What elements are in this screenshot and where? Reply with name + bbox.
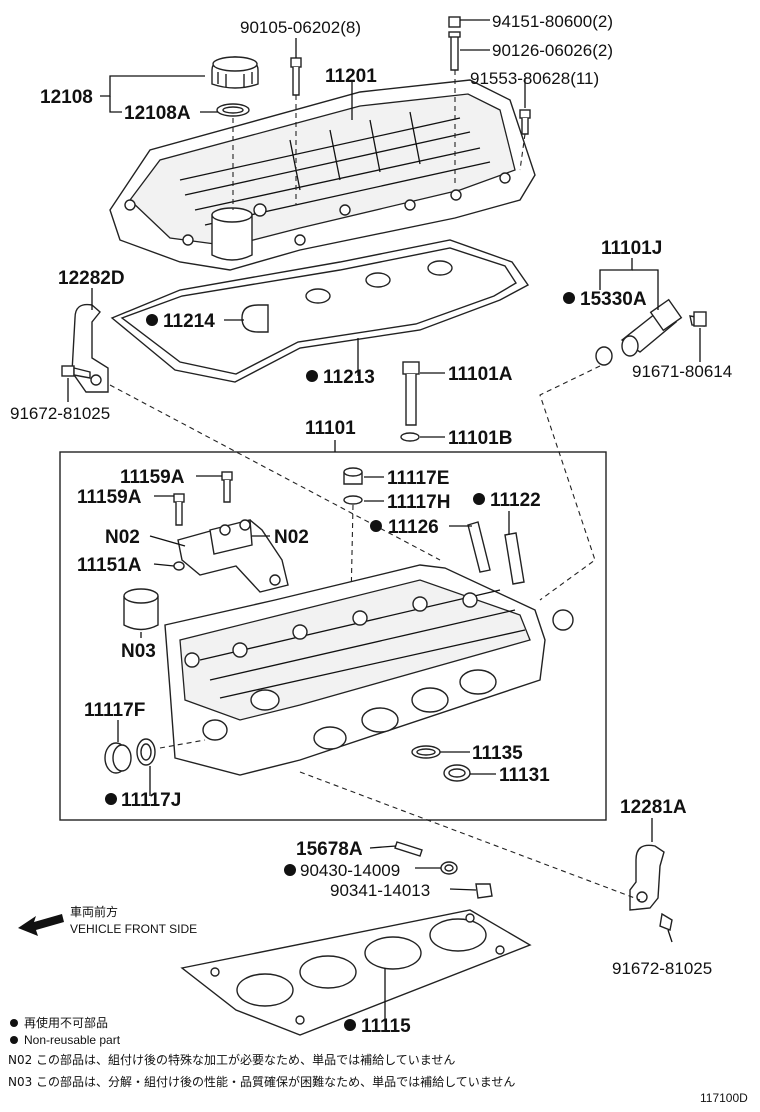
label-91553: 91553-80628(11) [470,69,599,88]
label-90430: 90430-14009 [300,861,400,880]
label-11117f: 11117F [84,700,145,721]
label-11214: 11214 [163,311,215,332]
label-91672-left: 91672-81025 [10,404,110,423]
legend-jp: 再使用不可部品 [24,1015,108,1030]
screw-plug-drawing [343,467,363,505]
label-12108: 12108 [40,87,93,108]
label-11131: 11131 [499,765,550,786]
filler-gasket-drawing [216,103,250,117]
label-12282d: 12282D [58,268,125,289]
ring-gasket-drawing [411,745,471,782]
front-label-en: VEHICLE FRONT SIDE [70,922,197,936]
oil-control-valve-drawing [595,298,707,366]
label-12108a: 12108A [124,103,191,124]
label-11117j: 11117J [121,790,181,811]
legend-en: Non-reusable part [24,1033,121,1047]
cylinder-head-gasket-drawing [180,909,532,1036]
valve-guide-drawing [467,521,525,585]
engine-hanger-12282d-drawing [71,303,109,393]
expansion-plug-drawing [104,738,156,774]
label-11159a-upper: 11159A [120,467,185,488]
label-11151a: 11151A [77,555,142,576]
label-11201: 11201 [325,66,377,87]
cylinder-head-drawing [164,564,574,776]
label-11115: 11115 [361,1016,411,1037]
figure-id: 117100D [700,1091,748,1105]
label-90341: 90341-14013 [330,881,430,900]
stud-and-plugs-drawing [394,841,493,899]
label-11213: 11213 [323,367,375,388]
non-reusable-markers [10,292,575,1044]
label-12281a: 12281A [620,797,687,818]
label-15678a: 15678A [296,839,363,860]
note-n03: N03 この部品は、分解・組付け後の性能・品質確保が困難なため、単品では補給して… [8,1074,515,1089]
label-11117e: 11117E [387,468,449,489]
label-11122: 11122 [490,490,541,511]
label-n03: N03 [121,641,156,662]
label-90126: 90126-06026(2) [492,41,613,60]
label-11126: 11126 [388,517,439,538]
plug-tube-gasket-drawing [241,260,453,333]
label-11101a: 11101A [448,364,513,385]
head-cover-gasket-drawing [110,239,530,383]
camshaft-bearing-cap-drawing [173,471,289,593]
label-94151: 94151-80600(2) [492,12,613,31]
engine-hanger-12281a-drawing [629,844,673,931]
label-11101: 11101 [305,418,356,439]
leader-lines [67,19,701,1022]
bolt-91672-left-drawing [61,365,91,379]
label-15330a: 15330A [580,289,647,310]
front-arrow-icon [18,914,64,936]
label-90105: 90105-06202(8) [240,18,361,37]
label-11117h: 11117H [387,492,450,513]
label-91672-right: 91672-81025 [612,959,712,978]
oil-filler-cap-drawing [211,56,259,89]
head-bolt-drawing [400,361,420,442]
valve-lifter-drawing [123,588,159,631]
label-n02-left: N02 [105,527,140,548]
label-11101j: 11101J [601,238,662,259]
label-n02-right: N02 [274,527,309,548]
label-91671: 91671-80614 [632,362,732,381]
label-11101b: 11101B [448,428,512,449]
label-11135: 11135 [472,743,523,764]
label-11159a-lower: 11159A [77,487,142,508]
note-n02: N02 この部品は、組付け後の特殊な加工が必要なため、単品では補給していません [8,1052,455,1067]
cylinder-head-subassembly-box [59,451,607,821]
cylinder-head-cover-drawing [109,79,536,271]
front-label-jp: 車両前方 [70,904,118,919]
